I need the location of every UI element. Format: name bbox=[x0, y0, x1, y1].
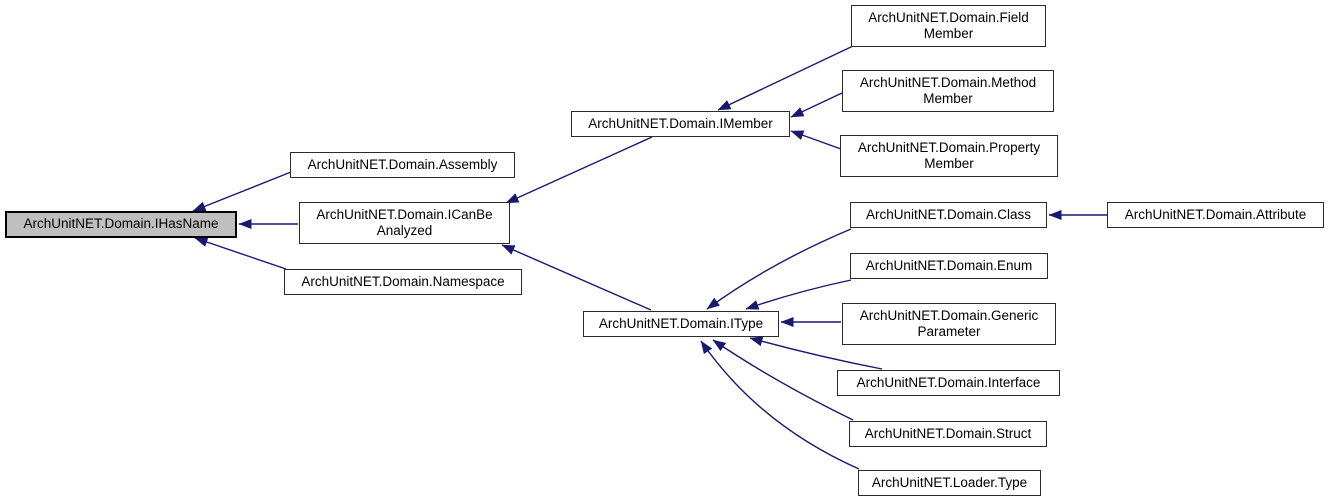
node-itype-label: ArchUnitNET.Domain.IType bbox=[598, 315, 764, 331]
node-icanbeanalyzed-label-line1: ArchUnitNET.Domain.ICanBe bbox=[316, 206, 493, 222]
edge-itype-icanbeanalyzed bbox=[501, 244, 652, 311]
node-assembly-label: ArchUnitNET.Domain.Assembly bbox=[307, 156, 498, 172]
node-propertymember-label-line2: Member bbox=[924, 156, 974, 171]
node-icanbeanalyzed[interactable]: ArchUnitNET.Domain.ICanBe Analyzed bbox=[299, 202, 510, 244]
edge-struct-itype bbox=[712, 339, 854, 421]
node-enum-label: ArchUnitNET.Domain.Enum bbox=[865, 257, 1033, 273]
node-assembly[interactable]: ArchUnitNET.Domain.Assembly bbox=[290, 152, 515, 178]
node-fieldmember-label-line2: Member bbox=[923, 26, 974, 41]
node-namespace-label: ArchUnitNET.Domain.Namespace bbox=[301, 273, 505, 289]
node-genericparameter-label-line1: ArchUnitNET.Domain.Generic bbox=[859, 307, 1039, 323]
node-interface[interactable]: ArchUnitNET.Domain.Interface bbox=[837, 370, 1060, 396]
node-enum[interactable]: ArchUnitNET.Domain.Enum bbox=[850, 253, 1048, 279]
node-class-label: ArchUnitNET.Domain.Class bbox=[865, 206, 1032, 222]
node-imember[interactable]: ArchUnitNET.Domain.IMember bbox=[571, 111, 790, 137]
node-struct[interactable]: ArchUnitNET.Domain.Struct bbox=[849, 421, 1047, 447]
node-methodmember-label-line1: ArchUnitNET.Domain.Method bbox=[859, 74, 1037, 90]
node-genericparameter-label-line2: Parameter bbox=[917, 324, 981, 339]
edge-loadertype-itype bbox=[700, 340, 860, 470]
edge-assembly-ihasname bbox=[192, 171, 292, 212]
node-loadertype-label: ArchUnitNET.Loader.Type bbox=[871, 474, 1028, 490]
node-methodmember[interactable]: ArchUnitNET.Domain.Method Member bbox=[842, 70, 1054, 112]
edge-namespace-ihasname bbox=[194, 237, 287, 270]
node-methodmember-label-line2: Member bbox=[923, 91, 973, 106]
edge-propertymember-imember bbox=[790, 130, 842, 150]
edge-enum-itype bbox=[745, 279, 852, 310]
edge-interface-itype bbox=[749, 336, 883, 370]
node-genericparameter[interactable]: ArchUnitNET.Domain.Generic Parameter bbox=[842, 303, 1056, 345]
node-fieldmember[interactable]: ArchUnitNET.Domain.Field Member bbox=[851, 5, 1046, 47]
edge-fieldmember-imember bbox=[717, 45, 854, 111]
node-loadertype[interactable]: ArchUnitNET.Loader.Type bbox=[858, 470, 1041, 496]
node-class[interactable]: ArchUnitNET.Domain.Class bbox=[850, 202, 1047, 228]
edge-methodmember-imember bbox=[790, 92, 843, 118]
node-propertymember-label-line1: ArchUnitNET.Domain.Property bbox=[857, 139, 1041, 155]
node-interface-label: ArchUnitNET.Domain.Interface bbox=[856, 374, 1041, 390]
node-namespace[interactable]: ArchUnitNET.Domain.Namespace bbox=[284, 269, 522, 295]
node-itype[interactable]: ArchUnitNET.Domain.IType bbox=[583, 311, 779, 337]
node-ihasname: ArchUnitNET.Domain.IHasName bbox=[5, 211, 237, 238]
node-propertymember[interactable]: ArchUnitNET.Domain.Property Member bbox=[840, 135, 1058, 177]
node-ihasname-label: ArchUnitNET.Domain.IHasName bbox=[23, 216, 219, 232]
node-icanbeanalyzed-label-line2: Analyzed bbox=[376, 223, 433, 238]
node-fieldmember-label-line1: ArchUnitNET.Domain.Field bbox=[868, 9, 1029, 25]
node-imember-label: ArchUnitNET.Domain.IMember bbox=[588, 115, 773, 131]
node-struct-label: ArchUnitNET.Domain.Struct bbox=[864, 425, 1032, 441]
edge-class-itype bbox=[706, 228, 852, 310]
edge-imember-icanbeanalyzed bbox=[505, 136, 653, 204]
node-attribute[interactable]: ArchUnitNET.Domain.Attribute bbox=[1107, 202, 1324, 228]
node-attribute-label: ArchUnitNET.Domain.Attribute bbox=[1124, 206, 1307, 222]
